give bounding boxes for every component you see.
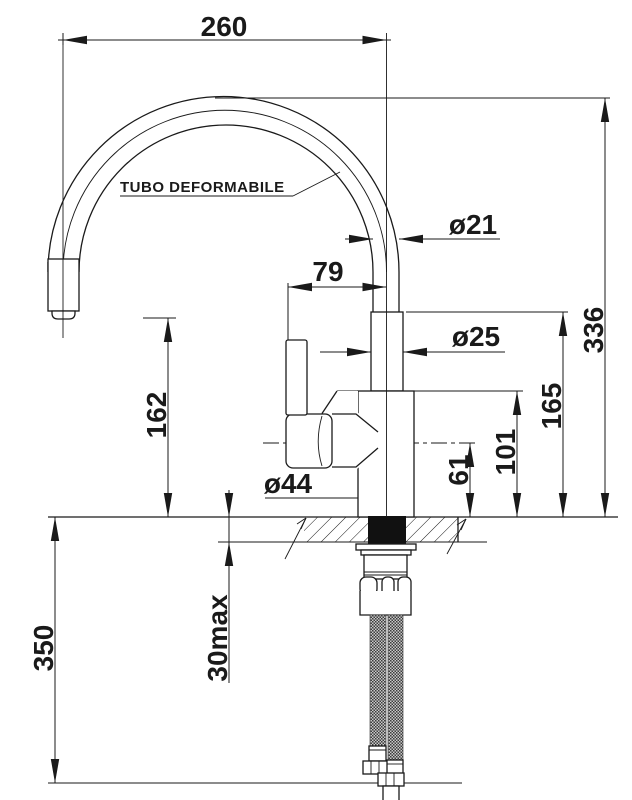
surface-leader-right — [446, 518, 467, 555]
body-shoulder — [322, 391, 358, 414]
faucet-outline — [47, 95, 415, 518]
dim-handle-axis-height: 61 — [443, 454, 474, 485]
dim-overall-height: 336 — [578, 307, 609, 354]
dim-collar-diameter: ø25 — [452, 321, 500, 352]
threaded-shank — [368, 516, 406, 546]
dim-162-lines — [143, 317, 176, 517]
supply-hose-right — [377, 614, 405, 800]
supply-hose-left — [362, 614, 390, 775]
upper-body-collar — [370, 311, 404, 392]
mounting-nut — [359, 576, 412, 616]
dim-spout-to-deck: 162 — [141, 392, 172, 439]
hose-left-hex-nut — [362, 760, 390, 775]
dim-165-lines — [406, 311, 568, 517]
hose-right-hex-nut — [377, 772, 405, 787]
handle-base-joint — [317, 415, 323, 467]
dimension-labels: 260 ø21 79 ø25 ø44 336 165 101 61 162 35… — [28, 11, 609, 682]
tube-callout-label: TUBO DEFORMABILE — [120, 179, 285, 196]
dim-body-diameter: ø44 — [264, 468, 313, 499]
shank-body — [363, 554, 408, 580]
dim-deck-thickness: 30max — [202, 594, 233, 682]
dim-o21-lines — [345, 234, 500, 244]
dim-30max-lines — [224, 490, 234, 683]
dim-collar-top-height: 165 — [536, 383, 567, 430]
dim-tube-diameter: ø21 — [449, 209, 497, 240]
dim-spout-reach: 260 — [201, 11, 248, 42]
surface-leader-left — [284, 517, 307, 560]
dim-handle-offset: 79 — [312, 256, 343, 287]
mounting-assembly — [355, 516, 417, 800]
dim-61-lines — [263, 442, 477, 517]
spout-outer-wall — [47, 95, 400, 313]
dim-body-height: 101 — [490, 429, 521, 476]
mounting-washer-lower — [360, 549, 412, 556]
body-shoulder-chamfer — [321, 390, 338, 414]
callout-leader — [292, 171, 341, 197]
dim-79-lines — [287, 282, 387, 345]
handle-lever — [285, 339, 308, 416]
dim-336-lines — [215, 97, 610, 517]
mounting-washer — [355, 543, 417, 551]
hose-right-tail — [382, 785, 400, 800]
dim-260-lines — [58, 33, 391, 45]
dim-hose-length: 350 — [28, 625, 59, 672]
axis-lines — [62, 33, 387, 517]
handle-connector — [330, 412, 380, 469]
spout-inner-wall — [78, 124, 374, 313]
spout-centerline-arc — [62, 109, 387, 273]
spout-nozzle — [47, 258, 80, 320]
countertop — [48, 516, 618, 543]
handle-base — [285, 413, 333, 469]
dim-o25-lines — [320, 347, 505, 357]
